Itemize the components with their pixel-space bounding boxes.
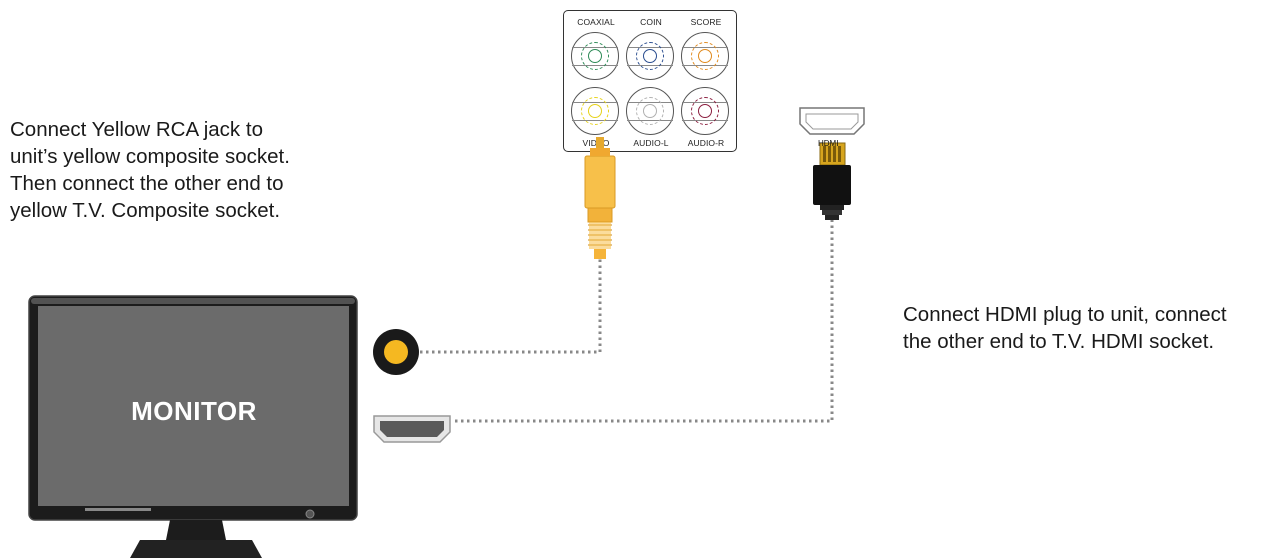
composite-cable-line (420, 258, 602, 354)
monitor-hdmi-socket (373, 415, 451, 443)
port-label-audio-l: AUDIO-L (633, 138, 669, 148)
hdmi-cable-line (455, 220, 834, 423)
monitor-composite-socket (373, 329, 419, 375)
socket-coin (626, 32, 674, 80)
monitor (28, 295, 358, 558)
socket-audio-r (681, 87, 729, 135)
power-button-icon (305, 509, 315, 519)
hdmi-port-icon (799, 107, 865, 135)
port-label-video: VIDEO (582, 138, 610, 148)
socket-score (681, 32, 729, 80)
socket-video (571, 87, 619, 135)
monitor-screen (38, 306, 349, 506)
composite-instruction: Connect Yellow RCA jack to unit’s yellow… (10, 118, 290, 222)
port-label-audio-r: AUDIO-R (687, 138, 725, 148)
rca-yellow-plug (584, 137, 616, 259)
socket-coaxial (571, 32, 619, 80)
hdmi-plug (813, 142, 851, 220)
hdmi-instruction: Connect HDMI plug to unit, connect the o… (903, 303, 1227, 353)
connector-panel: COAXIAL COIN SCORE VIDEO AUDIO-L AUDIO-R (563, 10, 737, 152)
port-label-coaxial: COAXIAL (577, 17, 615, 27)
monitor-label: MONITOR (131, 396, 257, 426)
port-label-coin: COIN (640, 17, 662, 27)
socket-audio-l (626, 87, 674, 135)
hdmi-plug-label: HDMI (818, 139, 839, 148)
port-label-score: SCORE (690, 17, 722, 27)
